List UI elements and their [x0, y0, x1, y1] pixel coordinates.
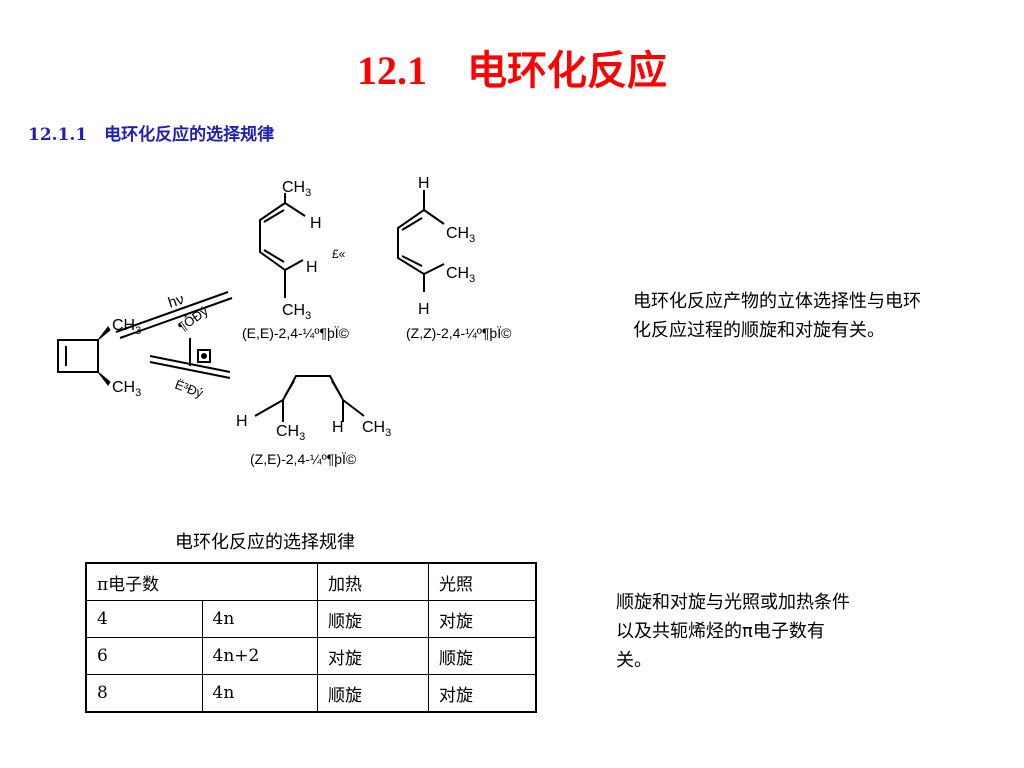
hv-label: hν [166, 291, 186, 312]
table-cell: 4 [85, 600, 203, 638]
ee-caption: (E,E)-2,4-¼º¶þÏ© [242, 325, 350, 341]
ze-caption: (Z,E)-2,4-¼º¶þÏ© [250, 451, 357, 467]
table-cell: 4n [201, 674, 318, 713]
table-cell: 4n+2 [201, 637, 318, 675]
zz-ch3-bottom: CH3 [446, 265, 475, 285]
ee-ch3-bottom: CH3 [282, 302, 311, 322]
ee-ch3-top: CH3 [282, 179, 311, 199]
ze-ch3-left: CH3 [276, 423, 305, 443]
reaction-scheme: CH3 CH3 hν ¶ÔÐý Ë³Ðý £« CH3 H H CH3 (E,E… [57, 175, 512, 467]
zz-caption: (Z,Z)-2,4-¼º¶þÏ© [406, 325, 512, 341]
reaction-arrows [115, 291, 233, 379]
header-cell-electrons: π电子数 [85, 562, 318, 601]
cyclobutene-ch3-top: CH3 [112, 317, 141, 337]
zz-ch3-top: CH3 [446, 225, 475, 245]
ze-h-left: H [236, 413, 248, 430]
table-row: 4 4n 顺旋 对旋 [85, 600, 537, 638]
stereo-selectivity-note: 电环化反应产物的立体选择性与电环化反应过程的顺旋和对旋有关。 [633, 291, 921, 341]
heat-arrow-text: Ë³Ðý [173, 377, 206, 401]
table-cell: 对旋 [428, 674, 537, 713]
table-cell: 对旋 [317, 637, 429, 675]
table-cell: 对旋 [428, 600, 537, 638]
table-cell: 顺旋 [317, 600, 429, 638]
table-cell: 顺旋 [317, 674, 429, 713]
table-caption: 电环化反应的选择规律 [175, 532, 355, 553]
ze-h-right: H [332, 419, 344, 436]
zz-h-bottom: H [418, 301, 430, 318]
rotation-symbol-icon [197, 349, 211, 363]
slide-title: 12.1 电环化反应 [357, 48, 667, 93]
ze-hexadiene-structure [254, 375, 365, 422]
ee-h-top: H [310, 215, 322, 232]
table-header-row: π电子数 加热 光照 [85, 562, 537, 601]
cyclobutene-ch3-bottom: CH3 [112, 379, 141, 399]
ee-hexadiene-structure [259, 193, 306, 298]
path-symbol: £« [332, 247, 346, 261]
electron-count-note: 顺旋和对旋与光照或加热条件以及共轭烯烃的π电子数有关。 [616, 592, 850, 671]
table-cell: 8 [85, 674, 203, 713]
table-cell: 6 [85, 637, 203, 675]
section-subtitle: 12.1.1 电环化反应的选择规律 [28, 125, 275, 145]
selection-rules-table: π电子数 加热 光照 4 4n 顺旋 对旋 6 4n+2 对旋 顺旋 8 4n … [85, 562, 537, 713]
table-row: 8 4n 顺旋 对旋 [85, 674, 537, 713]
zz-hexadiene-structure [397, 190, 445, 292]
cyclobutene-structure [57, 326, 111, 386]
ze-ch3-right: CH3 [362, 419, 391, 439]
ee-h-bottom: H [306, 259, 318, 276]
header-cell-light: 光照 [428, 562, 537, 601]
table-cell: 顺旋 [428, 637, 537, 675]
zz-h-top: H [418, 175, 430, 192]
table-row: 6 4n+2 对旋 顺旋 [85, 637, 537, 675]
header-cell-heat: 加热 [317, 562, 429, 601]
table-cell: 4n [201, 600, 318, 638]
